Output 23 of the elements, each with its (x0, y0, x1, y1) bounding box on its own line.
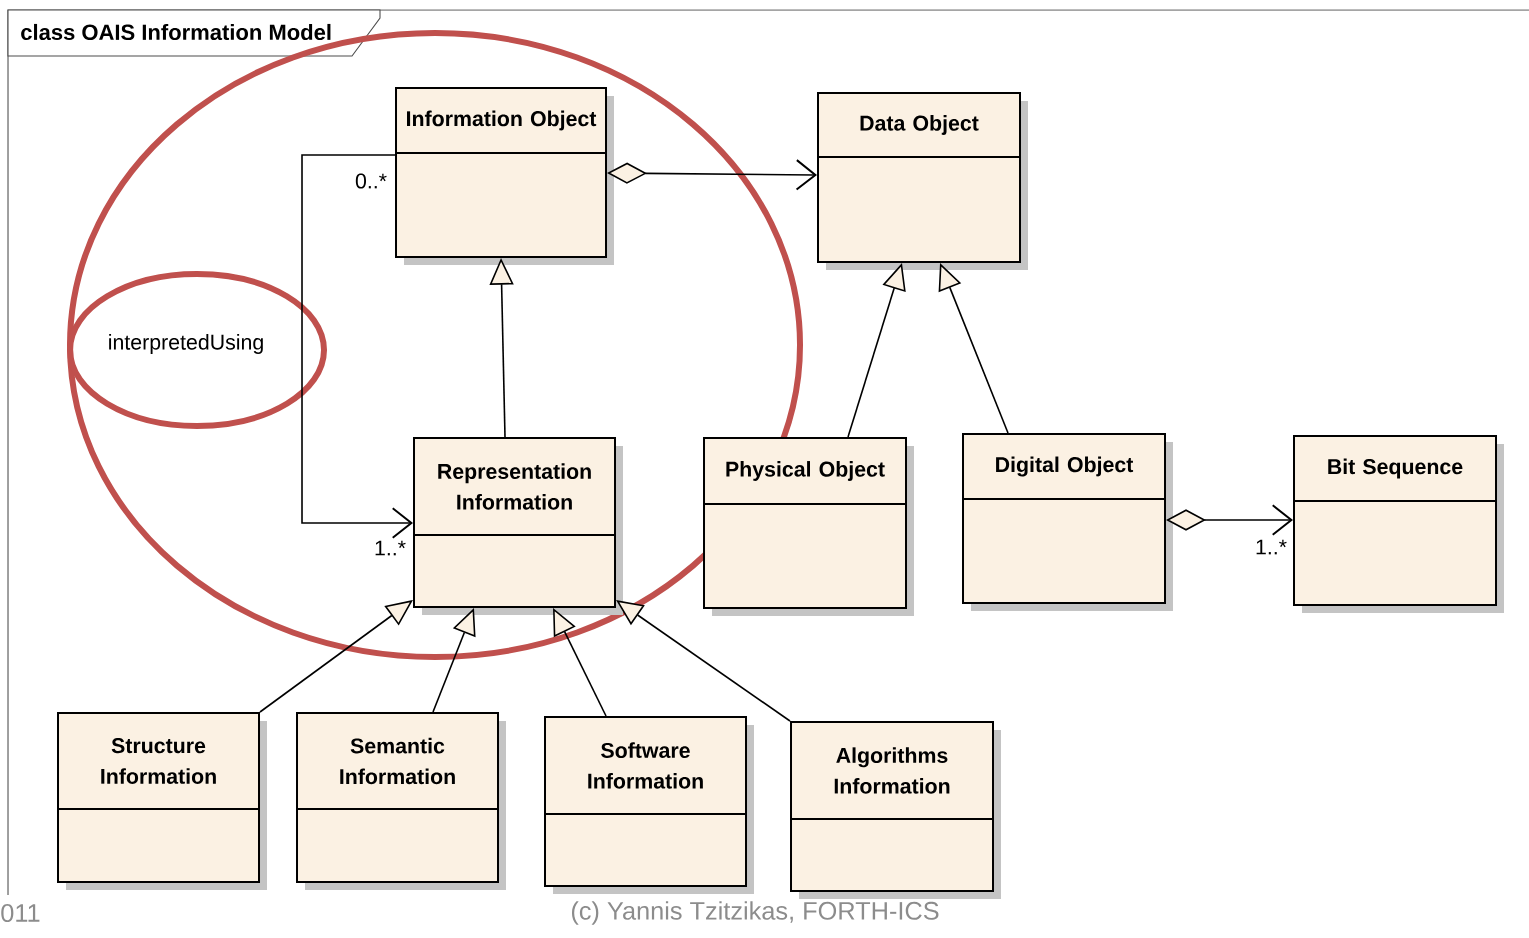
class-box: Digital Object (962, 433, 1173, 611)
class-box: Data Object (817, 92, 1028, 270)
multiplicity-label: 0..* (355, 173, 387, 189)
generalization-arrow (553, 608, 607, 717)
edge-label: interpretedUsing (105, 331, 267, 357)
class-box: Bit Sequence (1293, 435, 1504, 613)
class-box: Semantic Information (296, 712, 506, 890)
association-arrow (1166, 504, 1293, 536)
class-box: Information Object (395, 87, 614, 265)
multiplicity-label: 1..* (375, 540, 406, 556)
association-arrow (607, 159, 817, 191)
multiplicity-label: 1..* (1256, 539, 1287, 555)
class-box: Algorithms Information (790, 721, 1001, 899)
association-arrow (301, 154, 413, 539)
class-box: Software Information (544, 716, 754, 894)
diagram-frame-tab: class OAIS Information Model (7, 9, 381, 57)
footer-text: 011 (1, 904, 40, 922)
footer-text: (c) Yannis Tzitzikas, FORTH-ICS (571, 901, 939, 925)
generalization-arrow (616, 600, 791, 722)
class-box: Structure Information (57, 712, 267, 890)
generalization-arrow (259, 600, 413, 713)
class-box: Physical Object (703, 437, 914, 616)
class-box: Representation Information (413, 437, 623, 615)
